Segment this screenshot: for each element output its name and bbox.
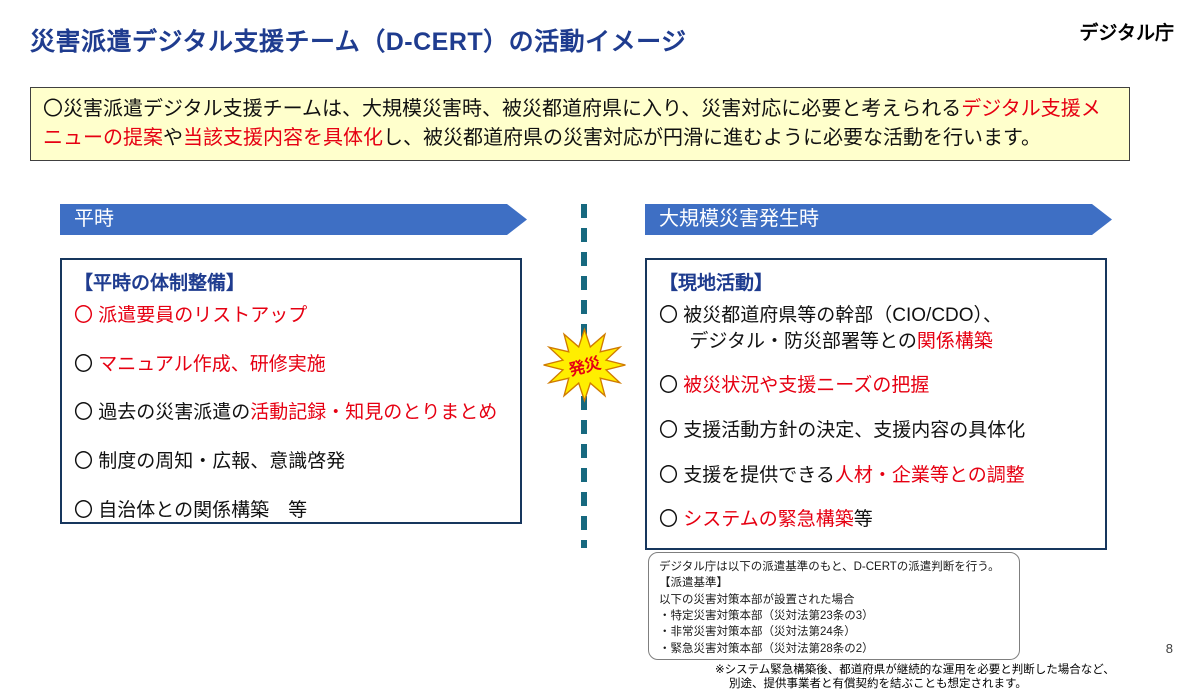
list-item: 〇 支援活動方針の決定、支援内容の具体化 <box>659 419 1026 441</box>
page-number: 8 <box>1165 641 1173 656</box>
summary-highlight-1: デジタル支援メニューの提案 <box>43 98 1101 149</box>
banner-peacetime: 平時 <box>60 204 527 235</box>
footnote: ※システム緊急構築後、都道府県が継続的な運用を必要と判断した場合など、 別途、提… <box>715 663 1115 689</box>
footnote-line: ※システム緊急構築後、都道府県が継続的な運用を必要と判断した場合など、 <box>715 664 1115 676</box>
list-item: 〇 自治体との関係構築 等 <box>74 499 308 521</box>
page-title: 災害派遣デジタル支援チーム（D-CERT）の活動イメージ <box>30 28 687 56</box>
banner-disaster: 大規模災害発生時 <box>645 204 1112 235</box>
list-item: 〇 システムの緊急構築等 <box>659 509 873 531</box>
summary-text: や <box>163 127 183 149</box>
disaster-item-list: 〇 被災都道府県等の幹部（CIO/CDO）、デジタル・防災部署等との関係構築 〇… <box>659 303 1093 533</box>
disaster-burst-icon: 発災 <box>540 323 629 407</box>
summary-text: し、被災都道府県の災害対応が円滑に進むように必要な活動を行います。 <box>383 127 1041 149</box>
banner-disaster-label: 大規模災害発生時 <box>659 208 819 230</box>
peacetime-item-list: 〇 派遣要員のリストアップ 〇 マニュアル作成、研修実施 〇 過去の災害派遣の活… <box>74 303 508 523</box>
list-item: 〇 被災状況や支援ニーズの把握 <box>659 375 930 397</box>
list-item: 〇 過去の災害派遣の活動記録・知見のとりまとめ <box>74 402 498 424</box>
starburst-shape <box>543 327 626 403</box>
peacetime-box-title: 【平時の体制整備】 <box>74 273 246 294</box>
summary-text: 〇災害派遣デジタル支援チームは、大規模災害時、被災都道府県に入り、災害対応に必要… <box>43 98 962 120</box>
criteria-line: ・緊急災害対策本部（災対法第28条の2） <box>659 642 874 655</box>
disaster-box-title: 【現地活動】 <box>659 273 774 294</box>
criteria-line: ・非常災害対策本部（災対法第24条） <box>659 626 856 639</box>
list-item: 〇 マニュアル作成、研修実施 <box>74 353 326 375</box>
banner-peacetime-label: 平時 <box>74 208 114 230</box>
list-item: 〇 被災都道府県等の幹部（CIO/CDO）、デジタル・防災部署等との関係構築 <box>659 305 1003 352</box>
summary-box: 〇災害派遣デジタル支援チームは、大規模災害時、被災都道府県に入り、災害対応に必要… <box>30 87 1130 161</box>
criteria-line: 【派遣基準】 <box>659 577 728 590</box>
disaster-box: 【現地活動】 〇 被災都道府県等の幹部（CIO/CDO）、デジタル・防災部署等と… <box>645 258 1107 550</box>
criteria-line: ・特定災害対策本部（災対法第23条の3） <box>659 609 874 622</box>
peacetime-box: 【平時の体制整備】 〇 派遣要員のリストアップ 〇 マニュアル作成、研修実施 〇… <box>60 258 522 524</box>
dispatch-criteria-box: デジタル庁は以下の派遣基準のもと、D-CERTの派遣判断を行う。 【派遣基準】 … <box>648 552 1020 660</box>
agency-logo: デジタル庁 <box>1079 23 1174 44</box>
list-item: 〇 制度の周知・広報、意識啓発 <box>74 450 346 472</box>
list-item: 〇 支援を提供できる人材・企業等との調整 <box>659 464 1025 486</box>
criteria-line: 以下の災害対策本部が設置された場合 <box>659 593 855 606</box>
list-item: 〇 派遣要員のリストアップ <box>74 305 308 326</box>
criteria-line: デジタル庁は以下の派遣基準のもと、D-CERTの派遣判断を行う。 <box>659 561 1000 573</box>
footnote-line: 別途、提供事業者と有償契約を結ぶことも想定されます。 <box>729 678 1027 689</box>
summary-highlight-2: 当該支援内容を具体化 <box>183 127 383 149</box>
